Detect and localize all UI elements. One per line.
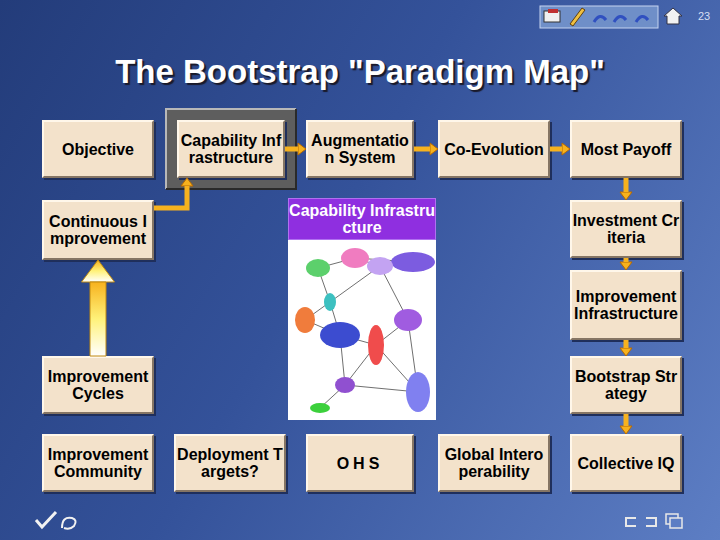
process-box: Continuous Improvement bbox=[42, 200, 154, 260]
process-box: Co-Evolution bbox=[438, 120, 550, 178]
flow-arrow bbox=[154, 178, 193, 208]
arrow-head bbox=[620, 192, 632, 200]
arrow-shaft bbox=[624, 414, 629, 426]
process-box: Improvement Cycles bbox=[42, 356, 154, 414]
flow-arrow bbox=[620, 340, 632, 356]
toolbar-icon bbox=[636, 16, 648, 22]
arrow-head bbox=[181, 178, 193, 186]
process-box: Objective bbox=[42, 120, 154, 178]
node-text: Augmentation System bbox=[308, 132, 412, 166]
flow-arrow bbox=[550, 143, 570, 155]
blob bbox=[335, 377, 355, 393]
arrow-shaft bbox=[624, 178, 629, 192]
arrow-shaft bbox=[550, 147, 562, 152]
node-text: OHS bbox=[308, 455, 412, 472]
process-box: Improvement Community bbox=[42, 434, 154, 492]
flow-arrow bbox=[82, 260, 115, 356]
node-text: Improvement Infrastructure bbox=[572, 288, 680, 322]
node-text: Bootstrap Strategy bbox=[572, 368, 680, 402]
highlight-frame bbox=[166, 109, 296, 189]
toolbar-icon bbox=[594, 16, 606, 22]
home-icon bbox=[664, 8, 682, 24]
process-box: Augmentation System bbox=[306, 120, 414, 178]
flow-arrow bbox=[285, 143, 306, 155]
flow-arrow bbox=[620, 258, 632, 270]
node-text: Capability Infrastructure bbox=[289, 202, 435, 236]
node-text: Capability Infrastructure bbox=[179, 132, 283, 166]
toolbar-icon bbox=[570, 8, 585, 26]
arrow-head bbox=[82, 260, 115, 282]
node-text: Investment Criteria bbox=[572, 212, 680, 246]
blob bbox=[406, 372, 430, 412]
illustration-panel bbox=[288, 240, 436, 420]
flow-arrow bbox=[414, 143, 438, 155]
arrow-head bbox=[620, 262, 632, 270]
process-box: OHS bbox=[306, 434, 414, 492]
arrow-head bbox=[620, 348, 632, 356]
arrow-shaft bbox=[624, 258, 629, 262]
process-box: Global Interoperability bbox=[438, 434, 550, 492]
node-text: Collective IQ bbox=[572, 455, 680, 472]
process-box: Investment Criteria bbox=[570, 200, 682, 258]
arrow-shaft bbox=[414, 147, 430, 152]
check-icon bbox=[36, 512, 56, 527]
header-box: Capability Infrastructure bbox=[288, 198, 436, 240]
nav-icons bbox=[36, 512, 682, 529]
process-box: Improvement Infrastructure bbox=[570, 270, 682, 340]
blob bbox=[324, 293, 336, 311]
arrow-shaft bbox=[154, 186, 187, 208]
blob bbox=[295, 307, 315, 333]
toolbar-icon bbox=[614, 16, 626, 22]
blob bbox=[391, 252, 435, 272]
arrow-shaft bbox=[624, 340, 629, 348]
node-text: Global Interoperability bbox=[440, 446, 548, 480]
blob bbox=[320, 322, 360, 348]
process-box: Capability Infrastructure bbox=[177, 120, 285, 178]
arrow-head bbox=[562, 143, 570, 155]
arrow-shaft bbox=[90, 282, 106, 356]
blob bbox=[394, 309, 422, 331]
process-box: Bootstrap Strategy bbox=[570, 356, 682, 414]
page-number: 23 bbox=[698, 10, 710, 22]
process-box: Deployment Targets? bbox=[174, 434, 286, 492]
node-text: Continuous Improvement bbox=[44, 213, 152, 247]
toolbar-panel bbox=[540, 6, 658, 28]
node-text: Improvement Cycles bbox=[44, 368, 152, 402]
pages-icon bbox=[670, 518, 682, 528]
capability-illustration bbox=[288, 240, 436, 420]
blob bbox=[306, 259, 330, 277]
node-text: Improvement Community bbox=[44, 446, 152, 480]
node-text: Deployment Targets? bbox=[176, 446, 284, 480]
node-text: Co-Evolution bbox=[440, 141, 548, 158]
arrow-head bbox=[430, 143, 438, 155]
back-icon bbox=[626, 518, 636, 526]
toolbar bbox=[540, 6, 682, 28]
toolbar-icon bbox=[548, 9, 558, 13]
blob bbox=[367, 257, 393, 275]
frame-outer bbox=[166, 109, 296, 189]
pen-icon bbox=[62, 518, 76, 529]
blob bbox=[310, 403, 330, 413]
blob bbox=[341, 248, 369, 268]
node-text: Objective bbox=[44, 141, 152, 158]
arrow-shaft bbox=[285, 147, 298, 152]
process-box: Most Payoff bbox=[570, 120, 682, 178]
process-box: Collective IQ bbox=[570, 434, 682, 492]
flow-arrow bbox=[620, 414, 632, 434]
blob bbox=[368, 325, 384, 365]
arrow-head bbox=[298, 143, 306, 155]
network-lines bbox=[305, 258, 418, 408]
arrow-head bbox=[620, 426, 632, 434]
node-text: Most Payoff bbox=[572, 141, 680, 158]
frame-bevel bbox=[166, 109, 296, 189]
frame-bevel bbox=[166, 109, 296, 189]
slide-title: The Bootstrap "Paradigm Map" bbox=[0, 50, 720, 94]
forward-icon bbox=[646, 518, 656, 526]
flow-arrow bbox=[620, 178, 632, 200]
